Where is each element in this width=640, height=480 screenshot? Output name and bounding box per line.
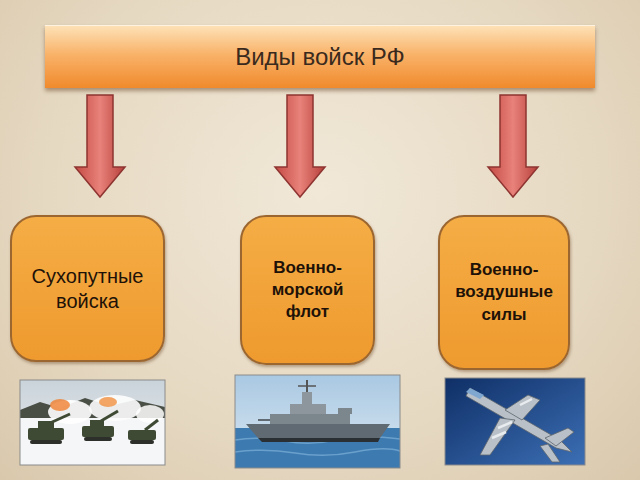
branch-box: Военно-воздушные силы [438,215,570,370]
block-arrow [275,95,325,197]
title-band: Виды войск РФ [45,25,595,88]
branch-label: Военно-воздушные силы [440,249,568,335]
branch-box: Сухопутные войска [10,215,165,362]
block-arrow [75,95,125,197]
ship-photo [235,375,400,468]
branch-box: Военно-морской флот [240,215,375,365]
block-arrow [488,95,538,197]
branch-label: Сухопутные войска [12,254,163,324]
tanks-photo [20,380,165,465]
branch-label: Военно-морской флот [242,247,373,333]
title-text: Виды войск РФ [223,39,417,75]
jet-photo [445,378,585,465]
